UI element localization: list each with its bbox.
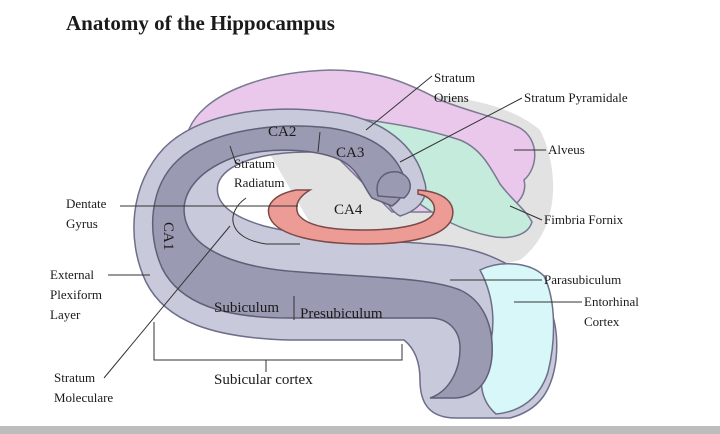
stratum-radiatum-label-2: Radiatum xyxy=(234,175,285,190)
dentate-gyrus-label-2: Gyrus xyxy=(66,216,98,231)
stratum-oriens-label-2: Oriens xyxy=(434,90,469,105)
stratum-oriens-leader xyxy=(365,75,433,131)
stratum-pyramidale-label: Stratum Pyramidale xyxy=(524,90,628,105)
subicular-cortex-bracket xyxy=(153,322,403,361)
ca3-label: CA3 xyxy=(336,145,364,161)
entorhinal-label-2: Cortex xyxy=(584,314,620,329)
dentate-gyrus-label-1: Dentate xyxy=(66,196,107,211)
stratum-moleculare-leader xyxy=(103,225,231,379)
entorhinal-label-1: Entorhinal xyxy=(584,294,639,309)
bottom-bar xyxy=(0,426,720,434)
external-plexiform-label-1: External xyxy=(50,267,94,282)
hilus-line xyxy=(232,197,300,245)
subicular-cortex-label: Subicular cortex xyxy=(214,372,313,388)
stratum-oriens-label-1: Stratum xyxy=(434,70,475,85)
stratum-radiatum-label-1: Stratum xyxy=(234,156,275,171)
alveus-label: Alveus xyxy=(548,142,585,157)
ca2-label: CA2 xyxy=(268,124,296,140)
ca3-hook xyxy=(376,171,411,199)
ca2-ca3-divider xyxy=(317,131,321,153)
ca1-label: CA1 xyxy=(160,222,176,250)
external-plexiform-label-3: Layer xyxy=(50,307,81,322)
fimbria-fornix-label: Fimbria Fornix xyxy=(544,212,624,227)
stratum-pyramidale-leader xyxy=(399,97,523,163)
parasubiculum-label: Parasubiculum xyxy=(544,272,621,287)
subiculum-label: Subiculum xyxy=(214,300,279,316)
dentate-gyrus-region xyxy=(267,189,454,245)
fimbria-fornix-leader xyxy=(509,205,543,221)
page-title: Anatomy of the Hippocampus xyxy=(66,11,335,35)
ca1-ca2-divider xyxy=(229,145,237,165)
stratum-moleculare-label-2: Moleculare xyxy=(54,390,113,405)
stratum-moleculare-label-1: Stratum xyxy=(54,370,95,385)
ca-band-region xyxy=(151,125,493,399)
ca4-label: CA4 xyxy=(334,202,363,218)
presubiculum-label: Presubiculum xyxy=(300,306,383,322)
outer-layer-region xyxy=(133,108,558,419)
external-plexiform-label-2: Plexiform xyxy=(50,287,102,302)
